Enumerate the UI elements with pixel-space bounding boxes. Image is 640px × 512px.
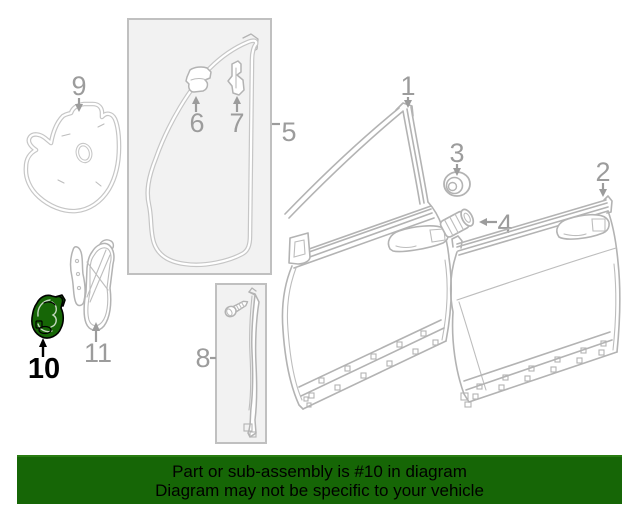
callout-8: 8 [195,343,216,373]
callout-1-label: 1 [400,71,415,101]
callout-9: 9 [71,71,87,112]
callout-7: 7 [229,96,245,138]
part-4-plug [439,208,475,238]
callout-11-label: 11 [84,338,112,368]
part-2-door-handle [556,213,610,240]
highlight-banner: Part or sub-assembly is #10 in diagram D… [17,455,622,504]
part-8-box [215,283,267,444]
part-2-sill-holes [460,340,607,408]
part-11-bracket [69,239,115,331]
callout-8-label: 8 [195,343,210,373]
part-5-weatherstrip [145,33,259,268]
callout-10: 10 [28,338,60,385]
part-8-screw [224,300,249,318]
callout-1: 1 [400,71,416,108]
part-1-door-handle [387,225,450,253]
part-9-door-hole-seal [23,101,122,214]
part-3-grommet [443,171,471,197]
callout-11: 11 [84,322,112,368]
callout-2-label: 2 [595,157,610,187]
part-1-sill-holes [303,330,439,408]
part-5-box: 6 7 [127,18,272,275]
part-2-rear-door [449,195,621,408]
part-10-highlighted-part [31,294,66,339]
part-1-mirror-mount [288,232,311,265]
callout-9-label: 9 [71,71,86,101]
callout-10-label: 10 [28,353,60,385]
part-9-hole [75,142,93,164]
callout-5: 5 [272,117,297,147]
part-8-trim-strip [243,287,260,438]
callout-5-label: 5 [281,117,296,147]
banner-line1: Part or sub-assembly is #10 in diagram [172,461,467,481]
callout-4: 4 [479,209,513,239]
callout-6-label: 6 [189,108,204,138]
parts-diagram: 9 6 7 5 [23,18,621,444]
part-7-clip [227,60,245,96]
part-6-clip [185,66,212,93]
callout-3: 3 [449,138,465,176]
callout-9-arrow-head [75,104,83,112]
callout-6: 6 [189,96,205,138]
callout-3-label: 3 [449,138,464,168]
part-1-front-door [281,102,452,410]
callout-2: 2 [595,157,611,197]
callout-7-label: 7 [229,108,244,138]
banner-line2: Diagram may not be specific to your vehi… [155,480,484,500]
